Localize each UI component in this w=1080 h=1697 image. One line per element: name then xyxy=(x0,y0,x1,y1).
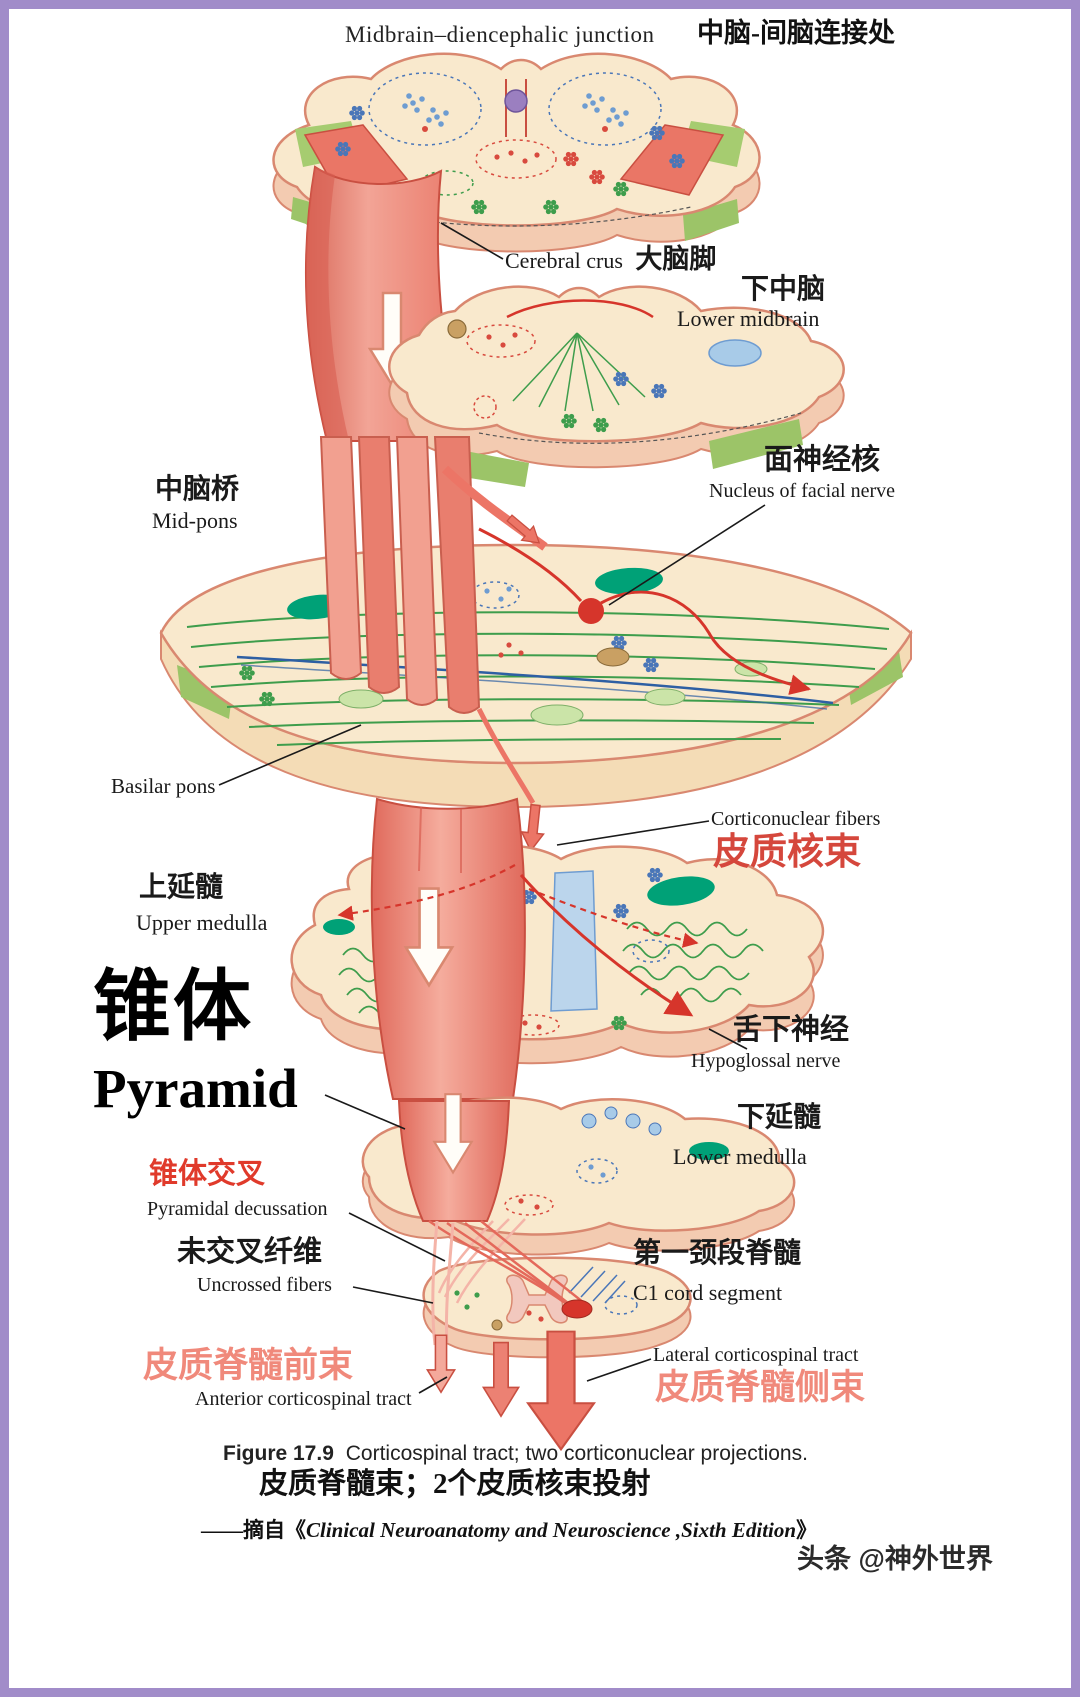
label-upper-medulla-en: Upper medulla xyxy=(136,910,268,935)
label-pyramid-zh: 锥体 xyxy=(93,963,254,1050)
hypoglossal-fiber xyxy=(519,874,694,1017)
label-cerebral-crus: Cerebral crus 大脑脚 xyxy=(505,244,717,274)
label-uncrossed-zh: 未交叉纤维 xyxy=(177,1236,323,1268)
label-facial-nucleus-zh: 面神经核 xyxy=(764,444,881,476)
label-corticonuclear-en: Corticonuclear fibers xyxy=(711,808,881,830)
pyramid-column-lower xyxy=(397,1093,511,1222)
label-uncrossed-en: Uncrossed fibers xyxy=(197,1274,332,1296)
label-anterior-en: Anterior corticospinal tract xyxy=(195,1388,412,1410)
salmon-arrow-to-medulla xyxy=(519,803,548,853)
figure-number: Figure 17.9 xyxy=(223,1442,334,1465)
label-anterior-zh: 皮质脊髓前束 xyxy=(143,1346,354,1385)
figure-caption-zh: 皮质脊髓束；2个皮质核束投射 xyxy=(259,1468,651,1500)
label-c1-zh: 第一颈段脊髓 xyxy=(633,1238,802,1269)
medial-lemniscus-line xyxy=(236,655,834,705)
label-facial-nucleus-en: Nucleus of facial nerve xyxy=(709,480,896,502)
leader-lateral-tract xyxy=(586,1358,652,1382)
title-english: Midbrain–diencephalic junction xyxy=(345,22,655,47)
lateral-tract-hatch xyxy=(568,1266,626,1304)
label-corticonuclear-zh: 皮质核束 xyxy=(713,832,861,873)
uncrossed-fiber-lines xyxy=(431,1220,455,1346)
title-chinese: 中脑-间脑连接处 xyxy=(697,18,895,48)
corticonuclear-strand xyxy=(476,707,548,853)
source-title: Clinical Neuroanatomy and Neuroscience ,… xyxy=(306,1518,797,1542)
label-lateral-en: Lateral corticospinal tract xyxy=(653,1344,859,1366)
cerebral-crus-en: Cerebral crus xyxy=(505,248,623,273)
figure-caption: Figure 17.9 Corticospinal tract; two cor… xyxy=(223,1442,808,1466)
leader-basilar-pons xyxy=(218,724,362,786)
label-lower-midbrain-zh: 下中脑 xyxy=(741,274,826,305)
leader-decussation xyxy=(348,1212,446,1262)
label-hypoglossal-zh: 舌下神经 xyxy=(733,1014,850,1046)
label-lower-medulla-en: Lower medulla xyxy=(673,1144,807,1169)
facial-nerve-fibers xyxy=(441,465,812,695)
label-mid-pons-en: Mid-pons xyxy=(152,508,238,533)
label-basilar-pons: Basilar pons xyxy=(111,774,216,798)
figure-illustration xyxy=(159,52,913,1451)
label-lateral-zh: 皮质脊髓侧束 xyxy=(655,1368,866,1407)
transverse-pontine-fibers xyxy=(186,611,890,746)
leader-anterior-tract xyxy=(418,1376,448,1394)
source-prefix: ——摘自《 xyxy=(201,1518,306,1542)
label-lower-medulla-zh: 下延髓 xyxy=(737,1102,822,1133)
source-suffix: 》 xyxy=(796,1518,818,1542)
medial-lemniscus-band xyxy=(550,870,598,1012)
label-lower-midbrain-en: Lower midbrain xyxy=(677,306,820,331)
section-lower-midbrain xyxy=(388,285,845,487)
label-upper-medulla-zh: 上延髓 xyxy=(139,872,224,903)
figure-caption-en: Corticospinal tract; two corticonuclear … xyxy=(345,1442,808,1465)
leader-lines xyxy=(218,222,766,1394)
facial-nucleus-dot xyxy=(578,598,604,624)
section-mid-pons xyxy=(159,543,913,809)
corticonuclear-fibers-medulla xyxy=(337,864,699,1017)
watermark: 头条 @神外世界 xyxy=(797,1544,993,1574)
leader-hypoglossal xyxy=(708,1028,748,1050)
figure-source: ——摘自《Clinical Neuroanatomy and Neuroscie… xyxy=(201,1519,817,1542)
label-pyramid-en: Pyramid xyxy=(93,1058,298,1119)
leader-pyramid xyxy=(324,1094,406,1130)
label-mid-pons-zh: 中脑桥 xyxy=(155,474,240,505)
label-decussation-zh: 锥体交叉 xyxy=(149,1158,266,1190)
leader-uncrossed xyxy=(352,1286,434,1304)
descending-fiber-columns xyxy=(319,436,481,714)
lateral-corticospinal-spot xyxy=(561,1299,593,1319)
pyramidal-decussation-fibers xyxy=(428,1218,593,1346)
leader-cerebral-crus xyxy=(440,222,504,260)
cerebral-crus-zh: 大脑脚 xyxy=(635,244,717,274)
leader-corticonuclear xyxy=(556,820,710,846)
label-decussation-en: Pyramidal decussation xyxy=(147,1198,328,1220)
leader-facial-nucleus xyxy=(608,504,766,606)
pyramid-column xyxy=(370,797,526,1100)
label-hypoglossal-en: Hypoglossal nerve xyxy=(691,1050,841,1072)
label-c1-en: C1 cord segment xyxy=(633,1280,783,1305)
